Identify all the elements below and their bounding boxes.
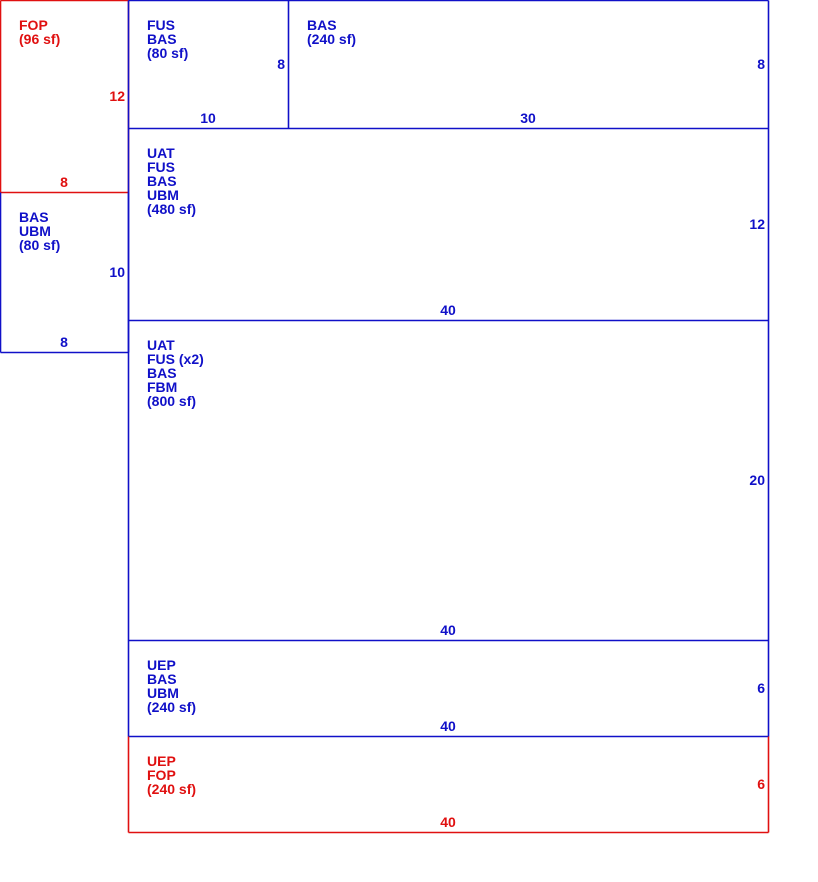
- width-dimension: 8: [60, 334, 68, 350]
- depth-dimension: 6: [757, 776, 765, 792]
- section-label-line: BAS: [19, 209, 49, 225]
- depth-dimension: 8: [277, 56, 285, 72]
- section-label-line: UBM: [147, 187, 179, 203]
- width-dimension: 30: [520, 110, 536, 126]
- depth-dimension: 20: [749, 472, 765, 488]
- width-dimension: 40: [440, 814, 456, 830]
- section-label-line: (96 sf): [19, 31, 60, 47]
- section-label-line: BAS: [147, 671, 177, 687]
- width-dimension: 8: [60, 174, 68, 190]
- section-label-line: UAT: [147, 337, 175, 353]
- width-dimension: 40: [440, 622, 456, 638]
- depth-dimension: 6: [757, 680, 765, 696]
- section-label-line: (240 sf): [147, 781, 196, 797]
- section-label-line: BAS: [307, 17, 337, 33]
- section-label-line: (240 sf): [307, 31, 356, 47]
- section-label-line: BAS: [147, 31, 177, 47]
- section-label-line: (240 sf): [147, 699, 196, 715]
- section-label-line: BAS: [147, 365, 177, 381]
- section-label-line: FUS: [147, 159, 175, 175]
- section-label-line: FOP: [147, 767, 176, 783]
- section-label-line: BAS: [147, 173, 177, 189]
- depth-dimension: 12: [749, 216, 765, 232]
- section-label-line: (800 sf): [147, 393, 196, 409]
- section-label-line: UBM: [19, 223, 51, 239]
- depth-dimension: 8: [757, 56, 765, 72]
- section-label-line: (80 sf): [19, 237, 60, 253]
- section-bas-240: BAS(240 sf) 30 8: [288, 0, 770, 130]
- section-label-line: (80 sf): [147, 45, 188, 61]
- width-dimension: 40: [440, 718, 456, 734]
- section-label-line: UEP: [147, 657, 176, 673]
- section-label-line: FUS: [147, 17, 175, 33]
- section-label-line: (480 sf): [147, 201, 196, 217]
- section-fop-top: FOP(96 sf) 8 12: [0, 0, 130, 194]
- section-label-line: FBM: [147, 379, 177, 395]
- section-label-line: UEP: [147, 753, 176, 769]
- section-label-line: UAT: [147, 145, 175, 161]
- depth-dimension: 12: [109, 88, 125, 104]
- width-dimension: 10: [200, 110, 216, 126]
- section-label-line: FUS (x2): [147, 351, 204, 367]
- section-label-line: UBM: [147, 685, 179, 701]
- width-dimension: 40: [440, 302, 456, 318]
- section-label-line: FOP: [19, 17, 48, 33]
- depth-dimension: 10: [109, 264, 125, 280]
